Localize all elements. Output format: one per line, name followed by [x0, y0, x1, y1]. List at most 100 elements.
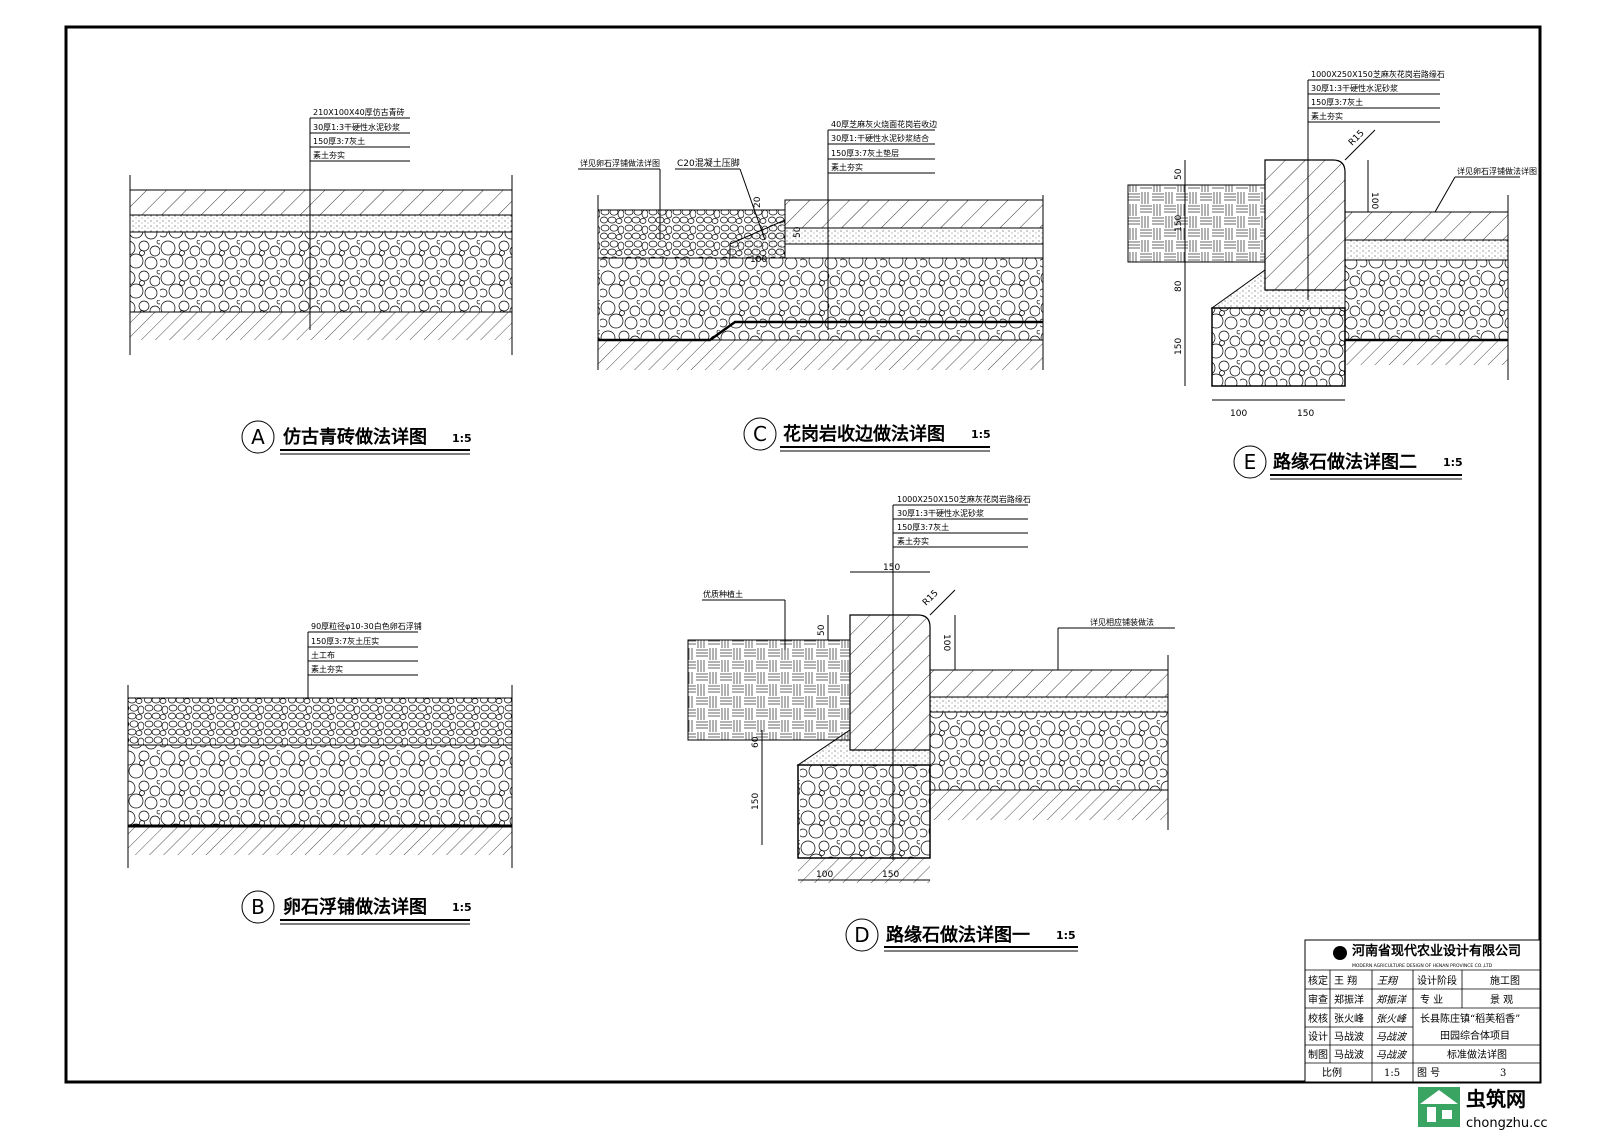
- dimension-label: 20: [753, 196, 763, 208]
- detail-letter: E: [1244, 450, 1257, 474]
- company-name: 河南省现代农业设计有限公司: [1352, 943, 1521, 959]
- detail-a: 210X100X40厚仿古青砖 30厚1:3干硬性水泥砂浆 150厚3:7灰土 …: [129, 107, 513, 455]
- role-label: 审查: [1308, 993, 1328, 1006]
- note-label: 详见卵石浮铺做法详图: [1457, 166, 1537, 176]
- detail-marker-circle: [241, 420, 275, 454]
- detail-letter: B: [251, 895, 265, 919]
- dimension-label: 100: [1369, 192, 1379, 209]
- layer-label: 90厚粒径φ10-30白色卵石浮铺: [311, 621, 422, 631]
- dimension-label: 100: [941, 634, 951, 651]
- layer-label: 1000X250X150芝麻灰花岗岩路缘石: [897, 494, 1031, 504]
- layer-label: 150厚3:7灰土压实: [311, 636, 379, 646]
- scale-value: 1:5: [1384, 1068, 1400, 1079]
- watermark-cn: 虫筑网: [1466, 1087, 1526, 1111]
- discipline-label: 专 业: [1420, 993, 1443, 1006]
- detail-marker-circle: [845, 918, 879, 952]
- person-name: 郑振洋: [1334, 993, 1364, 1006]
- person-name: 马战波: [1334, 1048, 1364, 1061]
- stage-label: 设计阶段: [1417, 974, 1457, 987]
- detail-scale: 1:5: [1443, 456, 1463, 469]
- detail-marker-circle: [743, 417, 777, 451]
- detail-marker-circle: [241, 890, 275, 924]
- layer-label: 素土夯实: [313, 150, 345, 160]
- role-label: 制图: [1308, 1048, 1328, 1061]
- layer-label: 素土夯实: [311, 664, 343, 674]
- layer-label: 150厚3:7灰土垫层: [831, 148, 899, 158]
- detail-marker-circle: [1233, 445, 1267, 479]
- stage-value: 施工图: [1490, 974, 1520, 987]
- dimension-label: 150: [1174, 215, 1184, 232]
- layer-label: 150厚3:7灰土: [897, 522, 949, 532]
- layer-label: 210X100X40厚仿古青砖: [313, 107, 405, 117]
- dimension-label: 100: [816, 870, 833, 880]
- layer-label: 150厚3:7灰土: [313, 136, 365, 146]
- person-name: 马战波: [1334, 1030, 1364, 1043]
- dimension-label: 150: [882, 870, 899, 880]
- role-label: 校核: [1308, 1012, 1328, 1025]
- layer-label: 30厚1:干硬性水泥砂浆结合: [831, 133, 929, 143]
- dimension-label: 50: [817, 624, 827, 636]
- person-name: 张火峰: [1334, 1013, 1364, 1025]
- detail-title: 花岗岩收边做法详图: [783, 423, 945, 445]
- signature: 王翔: [1377, 975, 1399, 987]
- detail-scale: 1:5: [971, 428, 991, 441]
- watermark: 虫筑网 chongzhu.cc: [1418, 1087, 1548, 1131]
- signature: 张火峰: [1376, 1013, 1407, 1025]
- note-label: C20混凝土压脚: [677, 157, 740, 169]
- drawing-no: 3: [1500, 1068, 1506, 1079]
- project-name: 田园综合体项目: [1440, 1029, 1510, 1042]
- dimension-label: 50: [1174, 168, 1184, 180]
- detail-letter: C: [753, 422, 767, 446]
- signature: 马战波: [1376, 1031, 1408, 1043]
- layer-label: 30厚1:3干硬性水泥砂浆: [1311, 83, 1398, 93]
- person-name: 王 翔: [1334, 974, 1357, 987]
- role-label: 设计: [1308, 1030, 1328, 1043]
- sheet-border: [64, 25, 1542, 1084]
- detail-scale: 1:5: [452, 901, 472, 914]
- watermark-en: chongzhu.cc: [1466, 1116, 1548, 1131]
- detail-title: 卵石浮铺做法详图: [283, 896, 427, 918]
- company-logo-icon: [1333, 946, 1347, 960]
- dimension-label: 150: [883, 563, 900, 573]
- layer-label: 素土夯实: [831, 162, 863, 172]
- scale-label: 比例: [1322, 1066, 1342, 1079]
- layer-label: 150厚3:7灰土: [1311, 97, 1363, 107]
- detail-scale: 1:5: [1056, 929, 1076, 942]
- detail-c: 40厚芝麻灰火烧面花岗岩收边 30厚1:干硬性水泥砂浆结合 150厚3:7灰土垫…: [578, 119, 1044, 452]
- detail-e: 1000X250X150芝麻灰花岗岩路缘石 30厚1:3干硬性水泥砂浆 150厚…: [1127, 69, 1537, 480]
- project-name: 长县陈庄镇“稻芙稻香”: [1420, 1012, 1520, 1025]
- dimension-label: 60: [751, 736, 761, 748]
- dimension-label: 150: [751, 793, 761, 810]
- layer-label: 1000X250X150芝麻灰花岗岩路缘石: [1311, 69, 1445, 79]
- dimension-label: 100: [750, 255, 767, 265]
- detail-letter: A: [251, 425, 265, 449]
- drawing-name: 标准做法详图: [1447, 1048, 1507, 1061]
- dimension-label: 100: [1230, 409, 1247, 419]
- role-label: 核定: [1308, 974, 1328, 987]
- dimension-label: 150: [1174, 338, 1184, 355]
- detail-letter: D: [854, 923, 869, 947]
- discipline-value: 景 观: [1490, 994, 1513, 1006]
- note-label: 优质种植土: [703, 589, 743, 599]
- detail-b: 90厚粒径φ10-30白色卵石浮铺 150厚3:7灰土压实 土工布 素土夯实 B…: [127, 621, 513, 925]
- layer-label: 30厚1:3干硬性水泥砂浆: [313, 122, 400, 132]
- dimension-label: 150: [1297, 409, 1314, 419]
- detail-scale: 1:5: [452, 432, 472, 445]
- detail-d: 1000X250X150芝麻灰花岗岩路缘石 30厚1:3干硬性水泥砂浆 150厚…: [687, 494, 1175, 952]
- dimension-label: 50: [793, 226, 803, 238]
- detail-title: 仿古青砖做法详图: [283, 426, 427, 448]
- layer-label: 素土夯实: [1311, 111, 1343, 121]
- layer-label: 30厚1:3干硬性水泥砂浆: [897, 508, 984, 518]
- signature: 马战波: [1376, 1049, 1408, 1061]
- company-name-en: MODERN AGRICULTURE DESIGN OF HENAN PROVI…: [1352, 963, 1493, 969]
- detail-title: 路缘石做法详图一: [886, 924, 1030, 946]
- signature: 郑振洋: [1376, 994, 1407, 1006]
- note-label: 详见相应铺装做法: [1090, 617, 1154, 627]
- drawing-no-label: 图 号: [1417, 1067, 1440, 1079]
- dimension-label: 80: [1174, 280, 1184, 292]
- detail-title: 路缘石做法详图二: [1273, 451, 1417, 473]
- layer-label: 土工布: [311, 650, 335, 660]
- title-block: 河南省现代农业设计有限公司 MODERN AGRICULTURE DESIGN …: [1304, 939, 1541, 1083]
- layer-label: 40厚芝麻灰火烧面花岗岩收边: [831, 119, 937, 129]
